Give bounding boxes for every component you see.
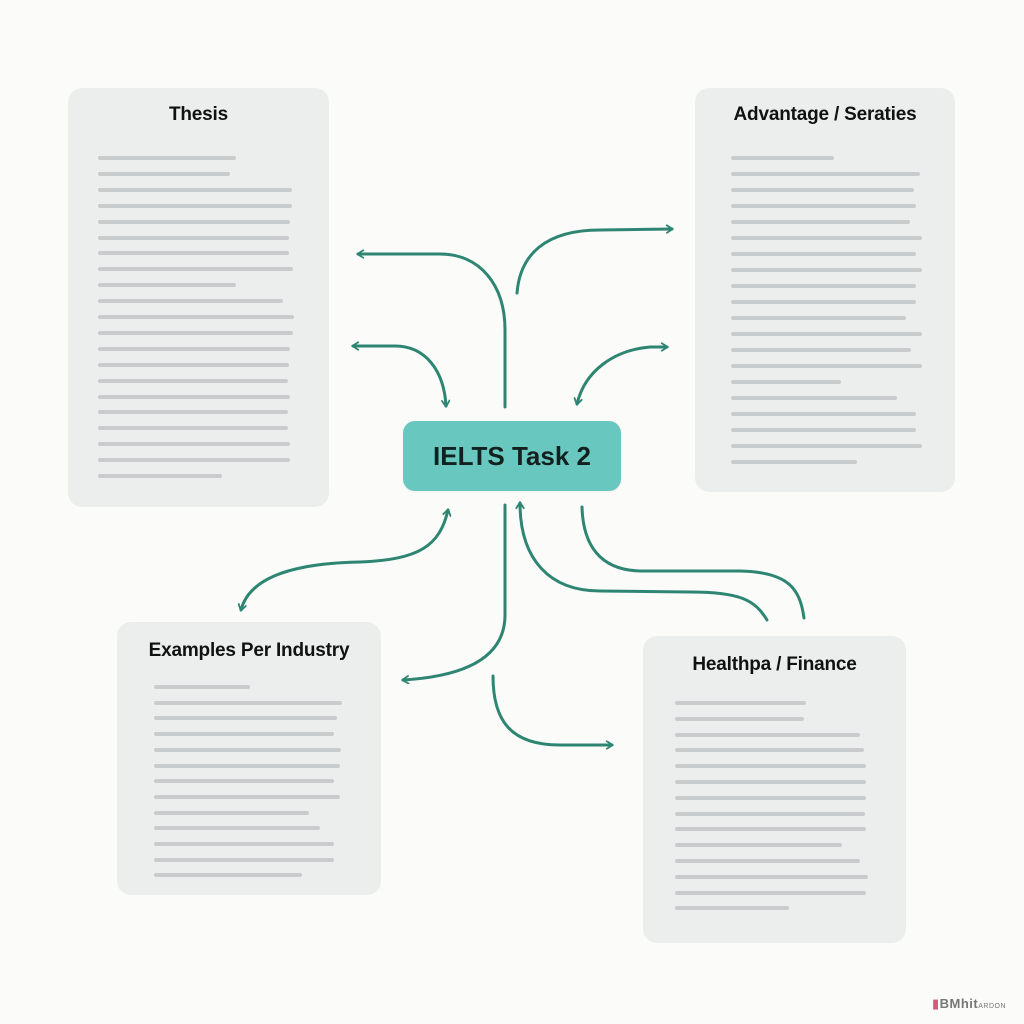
placeholder-line — [731, 348, 911, 352]
placeholder-line — [675, 890, 866, 895]
watermark-brand: BMhit — [939, 996, 979, 1011]
placeholder-line — [731, 300, 916, 304]
placeholder-line — [98, 299, 283, 304]
placeholder-line — [98, 330, 293, 335]
placeholder-line — [154, 810, 309, 815]
placeholder-line — [98, 315, 294, 319]
placeholder-line — [154, 873, 302, 878]
watermark: ▮BMhitARDON — [932, 996, 1006, 1012]
card-title: Thesis — [169, 104, 228, 125]
placeholder-line — [98, 410, 288, 415]
placeholder-line — [731, 204, 916, 208]
placeholder-line — [154, 857, 334, 862]
placeholder-line — [675, 859, 860, 863]
arrow-center-examples — [241, 510, 448, 610]
card-title: Healthpa / Finance — [692, 654, 857, 675]
placeholder-line — [675, 874, 868, 879]
placeholder-line — [98, 235, 289, 240]
card-title: Examples Per Industry — [148, 640, 350, 661]
placeholder-line — [98, 442, 290, 447]
placeholder-line — [731, 252, 916, 256]
placeholder-line — [154, 685, 250, 689]
placeholder-line — [675, 764, 866, 769]
placeholder-line — [675, 827, 866, 832]
arrow-to-advantage-top — [515, 229, 672, 295]
center-node: IELTS Task 2 — [403, 421, 621, 491]
health-finance-card: Healthpa / Finance — [643, 636, 906, 943]
placeholder-line — [98, 362, 289, 367]
arrow-thesis-center — [353, 346, 446, 406]
connector-health-center — [580, 505, 806, 620]
placeholder-line — [154, 700, 342, 705]
arrow-health-to-center — [520, 503, 769, 622]
placeholder-line — [154, 779, 334, 784]
watermark-logo-icon: ▮ — [931, 996, 940, 1011]
placeholder-line — [731, 332, 922, 336]
placeholder-line — [675, 716, 804, 721]
thesis-card: Thesis — [68, 88, 329, 507]
placeholder-line — [731, 220, 910, 224]
placeholder-line — [675, 843, 842, 848]
placeholder-line — [731, 316, 906, 320]
examples-card: Examples Per Industry — [117, 622, 381, 895]
placeholder-line — [98, 426, 288, 431]
arrow-to-thesis-top — [358, 254, 507, 409]
placeholder-line — [98, 394, 290, 399]
placeholder-line — [154, 826, 320, 831]
placeholder-line — [154, 716, 337, 721]
arrow-to-health — [491, 674, 612, 745]
watermark-suffix: ARDON — [978, 1003, 1006, 1010]
placeholder-line — [675, 906, 789, 911]
placeholder-line — [98, 187, 292, 192]
placeholder-line — [731, 236, 922, 240]
placeholder-line — [731, 428, 916, 432]
placeholder-line — [98, 171, 230, 176]
placeholder-line — [731, 380, 841, 384]
arrow-to-examples — [403, 503, 507, 680]
placeholder-line — [731, 364, 922, 368]
placeholder-line — [98, 378, 288, 383]
placeholder-line — [731, 268, 922, 272]
placeholder-line — [731, 460, 857, 464]
placeholder-line — [154, 794, 340, 799]
placeholder-line — [154, 732, 334, 737]
placeholder-line — [98, 474, 222, 478]
placeholder-line — [675, 701, 806, 705]
placeholder-line — [731, 396, 897, 400]
placeholder-line — [98, 156, 236, 160]
placeholder-line — [675, 748, 864, 753]
placeholder-line — [98, 251, 289, 256]
placeholder-line — [98, 267, 293, 272]
placeholder-line — [675, 780, 866, 784]
placeholder-line — [675, 811, 865, 816]
placeholder-line — [154, 763, 340, 768]
placeholder-line — [98, 219, 290, 224]
placeholder-line — [731, 156, 834, 160]
placeholder-line — [154, 842, 334, 846]
placeholder-line — [731, 444, 922, 448]
placeholder-line — [98, 346, 290, 351]
placeholder-line — [675, 795, 866, 800]
placeholder-line — [98, 203, 292, 208]
placeholder-line — [675, 732, 860, 737]
placeholder-line — [731, 188, 914, 192]
placeholder-line — [731, 172, 920, 176]
placeholder-line — [731, 412, 916, 416]
placeholder-line — [98, 458, 290, 463]
placeholder-line — [154, 747, 341, 752]
arrow-advantage-center — [577, 347, 667, 404]
card-title: Advantage / Seraties — [733, 104, 917, 125]
placeholder-line — [98, 283, 236, 288]
placeholder-line — [731, 284, 916, 288]
advantage-card: Advantage / Seraties — [695, 88, 955, 492]
